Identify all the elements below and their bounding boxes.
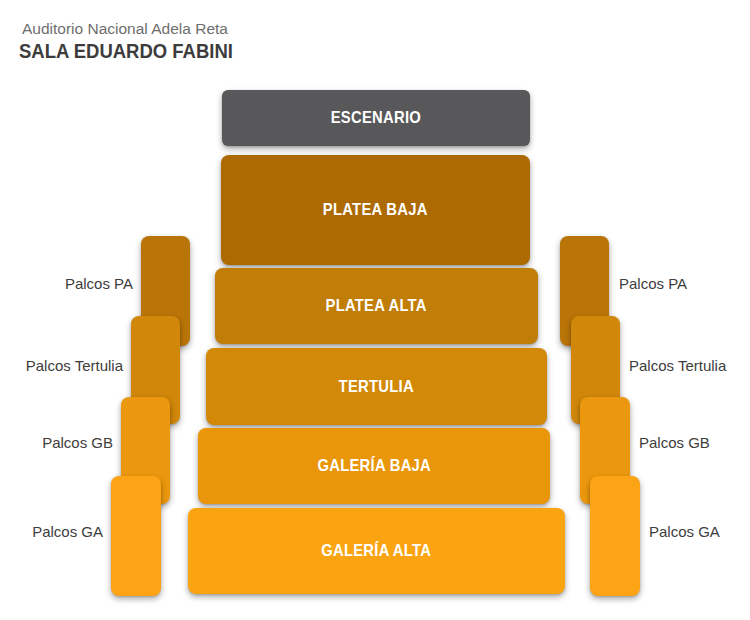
palcos-pa-label-left: Palcos PA: [65, 275, 133, 292]
palco-ga-right[interactable]: [590, 476, 640, 596]
section-tertulia-label: TERTULIA: [339, 377, 414, 397]
palcos-tertulia-label-left: Palcos Tertulia: [26, 357, 123, 374]
palcos-pa-label-right: Palcos PA: [619, 275, 687, 292]
stage-block: ESCENARIO: [222, 90, 530, 146]
palcos-ga-label-right: Palcos GA: [649, 523, 720, 540]
section-platea-baja-label: PLATEA BAJA: [323, 200, 428, 220]
palcos-tertulia-label-right: Palcos Tertulia: [629, 357, 726, 374]
section-platea-alta-label: PLATEA ALTA: [326, 296, 427, 316]
section-platea-alta[interactable]: PLATEA ALTA: [215, 268, 538, 344]
palcos-gb-label-left: Palcos GB: [42, 434, 113, 451]
section-galeria-baja[interactable]: GALERÍA BAJA: [198, 428, 550, 504]
hall-title: SALA EDUARDO FABINI: [19, 39, 233, 63]
section-galeria-alta-label: GALERÍA ALTA: [322, 541, 432, 561]
stage-label: ESCENARIO: [331, 108, 421, 128]
section-galeria-baja-label: GALERÍA BAJA: [317, 456, 431, 476]
section-platea-baja[interactable]: PLATEA BAJA: [221, 155, 530, 265]
section-galeria-alta[interactable]: GALERÍA ALTA: [188, 508, 565, 594]
section-tertulia[interactable]: TERTULIA: [206, 348, 547, 425]
palcos-gb-label-right: Palcos GB: [639, 434, 710, 451]
palcos-ga-label-left: Palcos GA: [32, 523, 103, 540]
venue-title: Auditorio Nacional Adela Reta: [22, 20, 228, 38]
palco-ga-left[interactable]: [111, 476, 161, 596]
